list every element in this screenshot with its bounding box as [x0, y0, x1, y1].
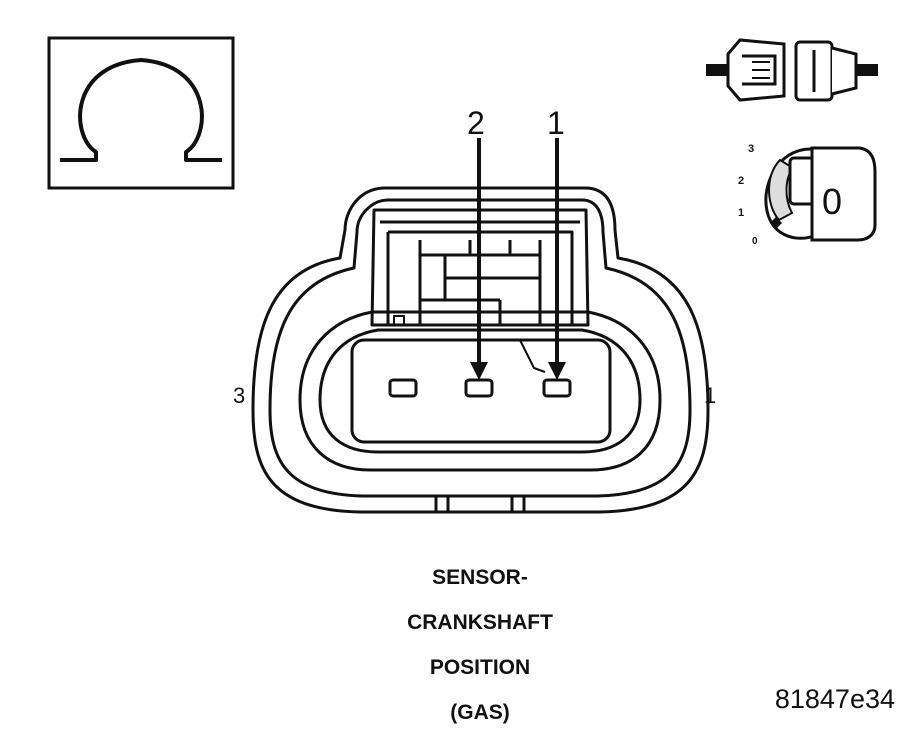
ignition-position-3: 3	[748, 143, 754, 155]
connector-pin-2	[464, 378, 494, 398]
probe-label-1: 1	[547, 105, 565, 141]
caption-line-1: SENSOR-	[432, 566, 528, 589]
connector-pin-3	[388, 378, 418, 398]
probe-label-2: 2	[467, 105, 485, 141]
ignition-key-icon: 0 3 2 1 0	[738, 143, 877, 247]
figure-id: 81847e34	[774, 684, 895, 714]
ohm-symbol-icon	[47, 36, 235, 190]
disconnected-connector-icon	[706, 38, 878, 102]
pin-number-left: 3	[233, 383, 245, 408]
caption-line-2: CRANKSHAFT	[407, 611, 553, 634]
ignition-position-2: 2	[738, 175, 744, 187]
caption-line-3: POSITION	[429, 656, 531, 679]
probe-arrow-2	[470, 138, 488, 380]
ignition-position-1: 1	[738, 207, 744, 219]
key-position-label: 0	[822, 181, 842, 222]
connector-pin-1	[542, 378, 572, 398]
caption-line-4: (GAS)	[450, 701, 510, 724]
pin-number-right: 1	[704, 383, 716, 408]
ignition-position-0: 0	[752, 236, 758, 247]
probe-arrow-1	[548, 138, 566, 380]
crankshaft-sensor-connector	[251, 186, 710, 514]
